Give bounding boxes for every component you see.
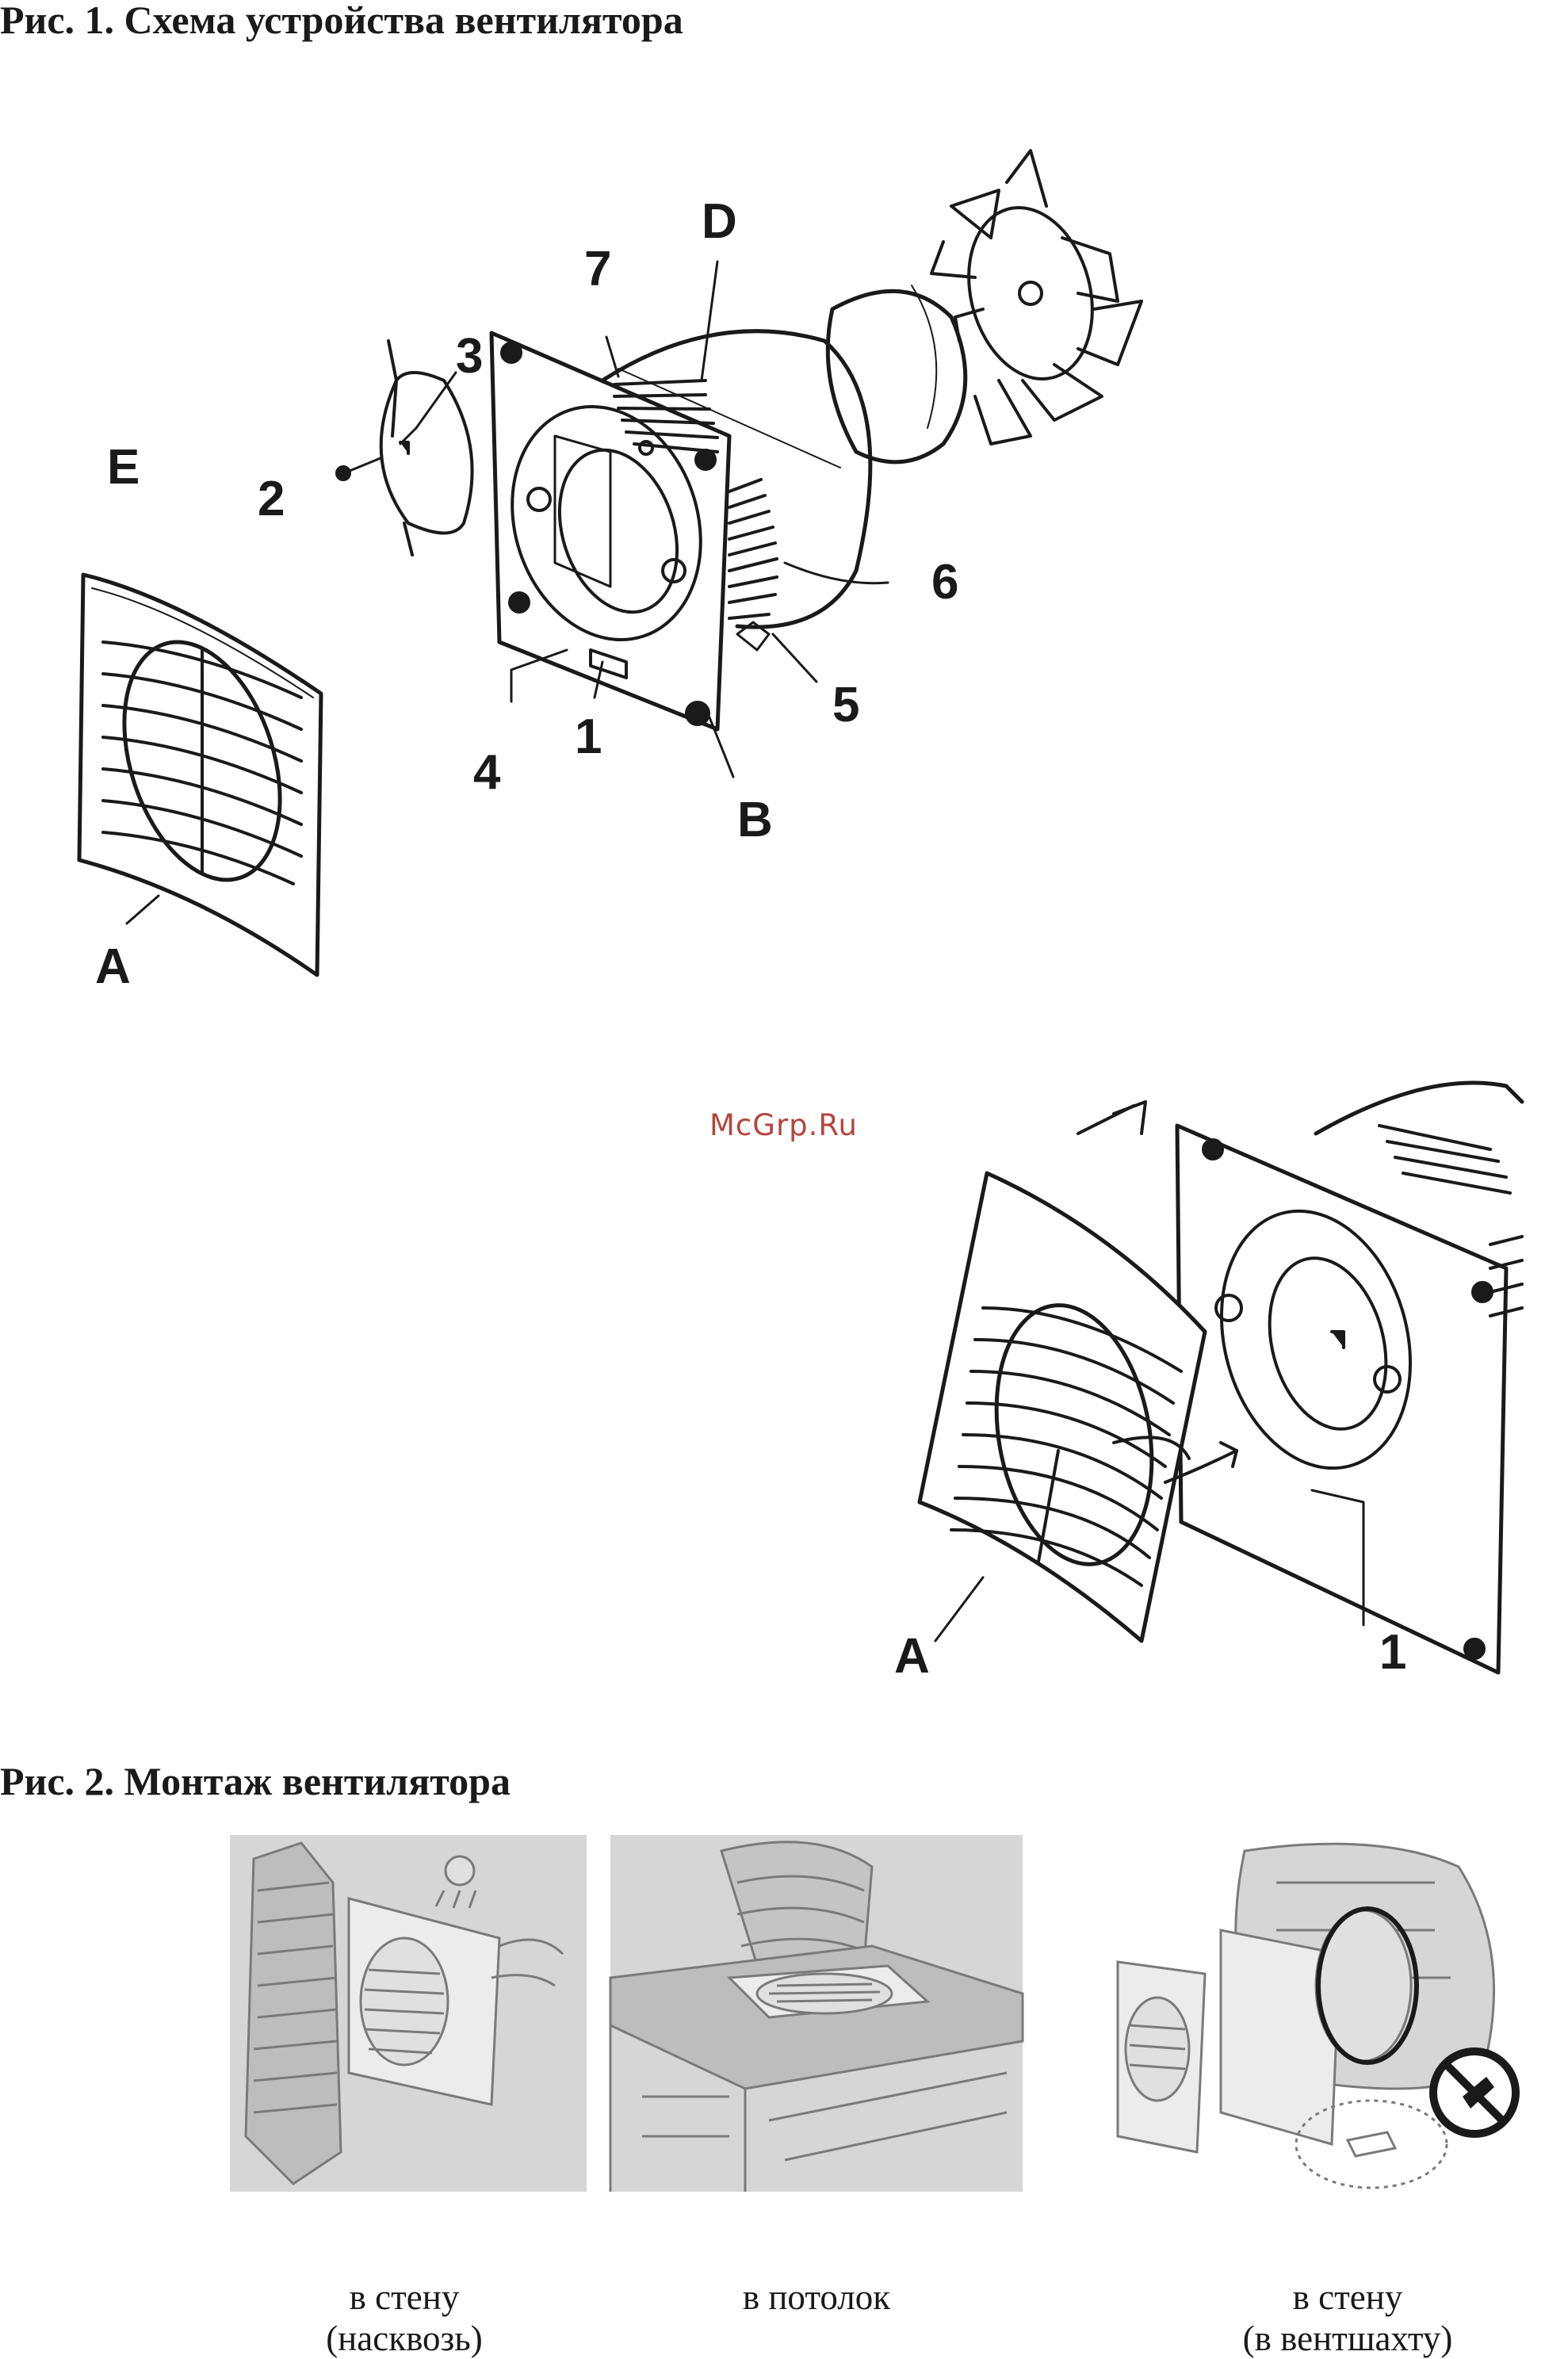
mount-through-wall-illustration — [230, 1835, 587, 2192]
caption-line: в потолок — [634, 2277, 999, 2318]
assembly-fan-diagram: A 1 — [872, 1070, 1522, 1688]
figure-2-title: Рис. 2. Монтаж вентилятора — [0, 1761, 511, 1801]
callout-label: 3 — [456, 329, 483, 384]
mount-ceiling-illustration — [610, 1835, 1023, 2192]
callout-label: D — [702, 194, 737, 249]
caption-line: (в вентшахту) — [1165, 2318, 1530, 2359]
watermark: McGrp.Ru — [709, 1108, 858, 1142]
front-grille-part — [79, 575, 321, 975]
caption-through-wall: в стену (насквозь) — [222, 2277, 587, 2359]
callout-label: A — [894, 1629, 930, 1684]
caption-ceiling: в потолок — [634, 2277, 999, 2318]
figure-1-title: Рис. 1. Схема устройства вентилятора — [0, 0, 683, 40]
callout-label: 7 — [584, 242, 611, 296]
mounting-plate-part — [337, 341, 472, 555]
callout-label: 6 — [931, 555, 958, 610]
callout-label: 1 — [1379, 1625, 1406, 1680]
caption-wall-shaft: в стену (в вентшахту) — [1165, 2277, 1530, 2359]
caption-line: в стену — [1165, 2277, 1530, 2318]
caption-line: (насквозь) — [222, 2318, 587, 2359]
fan-housing-part — [483, 331, 888, 729]
callout-label: A — [95, 939, 131, 994]
callout-label: E — [107, 440, 140, 495]
mount-wall-shaft-illustration — [1102, 1835, 1530, 2192]
callout-label: 4 — [473, 745, 501, 800]
caption-line: в стену — [222, 2277, 587, 2318]
callout-label: 5 — [832, 678, 859, 732]
callout-label: 2 — [258, 472, 285, 526]
exploded-fan-diagram: A B D E 1 2 3 4 5 6 7 — [0, 143, 1189, 1030]
callout-label: 1 — [575, 709, 602, 764]
no-drill-icon — [1433, 2051, 1516, 2134]
callout-label: B — [737, 793, 773, 847]
